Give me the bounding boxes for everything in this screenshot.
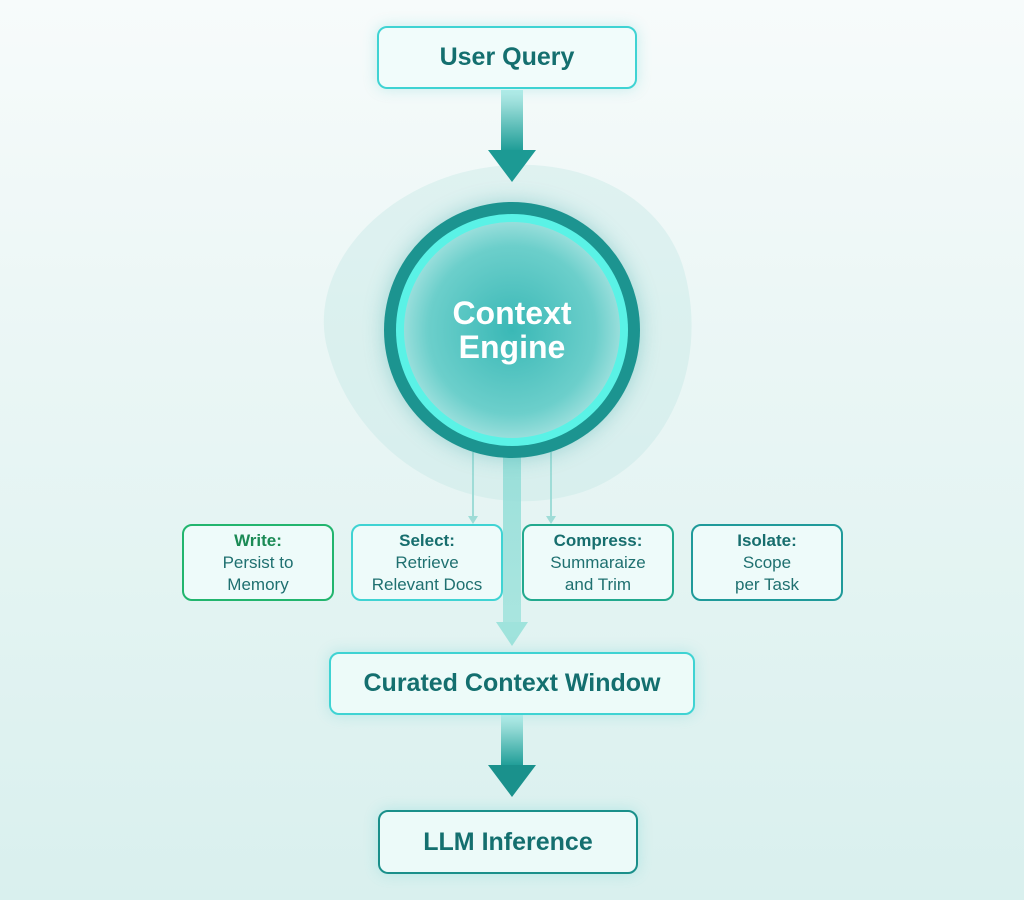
llm-inference-node: LLM Inference [378,810,638,874]
arrow-engine-to-curated [496,455,528,646]
op-compress: Compress: Summaraize and Trim [522,524,674,601]
op-select: Select: Retrieve Relevant Docs [351,524,503,601]
op-isolate: Isolate: Scope per Task [691,524,843,601]
user-query-label: User Query [439,43,575,71]
arrow-curated-to-llm [488,715,536,797]
arrow-engine-to-select [468,452,478,524]
user-query-node: User Query [377,26,637,89]
op-isolate-title: Isolate: [737,530,797,550]
op-select-line1: Retrieve [395,552,459,572]
op-write: Write: Persist to Memory [182,524,334,601]
curated-context-window-label: Curated Context Window [363,669,661,697]
context-engine-label-line2: Engine [458,329,566,365]
op-isolate-line2: per Task [735,574,799,594]
arrow-query-to-engine [488,90,536,182]
op-write-line1: Persist to [222,552,294,572]
context-engine-label-line1: Context [452,295,572,331]
op-compress-title: Compress: [553,530,643,550]
context-engine-node: Context Engine [404,222,620,438]
op-isolate-line1: Scope [742,552,792,572]
llm-inference-label: LLM Inference [423,827,593,856]
op-select-line2: Relevant Docs [371,574,483,594]
op-write-line2: Memory [227,574,289,594]
op-select-title: Select: [399,530,455,550]
curated-context-window-node: Curated Context Window [329,652,695,715]
op-write-title: Write: [234,530,282,550]
op-compress-line2: and Trim [564,574,632,594]
op-compress-line1: Summaraize [550,552,646,572]
arrow-engine-to-compress [546,452,556,524]
